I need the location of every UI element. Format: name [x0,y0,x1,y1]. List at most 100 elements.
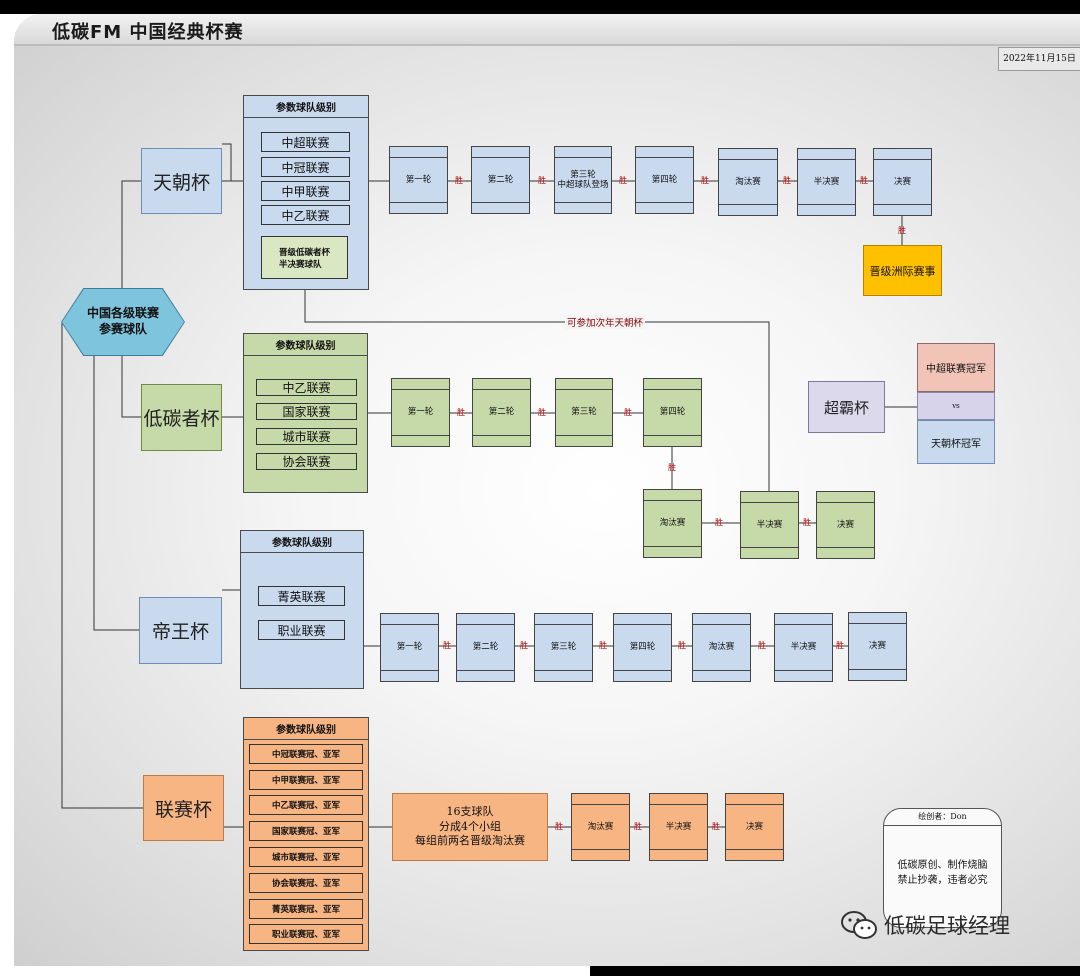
win-label: 胜 [538,408,546,417]
stage-liansai: 淘汰赛 [571,793,630,861]
cup-tianchao: 天朝杯 [141,148,222,214]
tier-panel-liansai: 参数球队级别 中冠联赛冠、亚军 中甲联赛冠、亚军 中乙联赛冠、亚军 国家联赛冠、… [243,717,369,951]
qualifier-note: 可参加次年天朝杯 [565,315,646,329]
stage-tianchao: 第二轮 [471,146,530,214]
tier-item: 中超联赛 [261,132,350,152]
tier-item: 中冠联赛 [261,157,350,177]
stage-tianchao: 半决赛 [797,148,856,216]
stage-tianchao: 第一轮 [389,146,448,214]
win-label: 胜 [803,518,811,527]
tier-item: 协会联赛冠、亚军 [249,873,363,893]
chaoba-top: 中超联赛冠军 [917,343,995,392]
win-label: 胜 [758,641,766,650]
tier-panel-header: 参数球队级别 [244,334,367,356]
win-label: 胜 [443,641,451,650]
tier-panel-diwang: 参数球队级别 菁英联赛 职业联赛 [240,530,364,689]
outcome-continental: 晋级洲际赛事 [863,245,942,296]
win-label: 胜 [599,641,607,650]
tier-item: 中乙联赛冠、亚军 [249,795,363,815]
win-label: 胜 [836,641,844,650]
tier-item: 中乙联赛 [256,379,357,396]
bottom-frame [590,966,1080,976]
win-label: 胜 [712,822,720,831]
win-label: 胜 [634,822,642,831]
stage-tianchao: 第四轮 [635,146,694,214]
win-label: 胜 [701,176,709,185]
cup-chaoba-label: 超霸杯 [823,398,869,417]
stage-diwang: 淘汰赛 [692,613,751,682]
qualifier-box: 晋级低碳者杯 半决赛球队 [261,236,348,279]
cup-liansai: 联赛杯 [143,775,224,841]
stage-diwang: 第四轮 [613,613,672,682]
stage-tianchao: 决赛 [873,148,932,216]
chaoba-vs: vs [917,392,995,420]
tier-item: 协会联赛 [256,453,357,470]
win-label: 胜 [898,226,906,235]
win-label: 胜 [457,408,465,417]
stage-diwang: 第二轮 [456,613,515,682]
tier-panel-header: 参数球队级别 [244,718,368,740]
group-stage-box: 16支球队 分成4个小组 每组前两名晋级淘汰赛 [392,793,548,861]
tier-item: 中甲联赛冠、亚军 [249,770,363,790]
stage-diwang: 第三轮 [534,613,593,682]
tier-item: 职业联赛冠、亚军 [249,924,363,944]
win-label: 胜 [555,822,563,831]
tier-panel-header: 参数球队级别 [244,96,368,118]
win-label: 胜 [783,176,791,185]
stage-ditan: 第一轮 [391,378,450,447]
tier-item: 菁英联赛冠、亚军 [249,899,363,919]
tier-item: 中甲联赛 [261,181,350,201]
stage-diwang: 决赛 [848,612,907,681]
stage-ditan: 淘汰赛 [643,489,702,558]
tier-panel-header: 参数球队级别 [241,531,363,553]
tier-item: 城市联赛 [256,428,357,445]
cup-liansai-label: 联赛杯 [154,798,212,821]
win-label: 胜 [619,176,627,185]
watermark: 低碳足球经理 [840,910,1010,940]
tier-item: 城市联赛冠、亚军 [249,847,363,867]
wechat-icon [841,911,877,939]
stage-ditan: 半决赛 [740,491,799,559]
tier-panel-ditan: 参数球队级别 中乙联赛 国家联赛 城市联赛 协会联赛 [243,333,368,493]
win-label: 胜 [860,176,868,185]
top-frame [0,0,1080,14]
credit-author: 绘创者：Don [884,809,1001,826]
cup-diwang: 帝王杯 [139,597,222,664]
cup-diwang-label: 帝王杯 [151,621,209,643]
date-label: 2022年11月15日 [998,47,1080,71]
root-node: 中国各级联赛 参赛球队 [62,289,184,355]
cup-tianchao-label: 天朝杯 [152,171,210,194]
win-label: 胜 [520,641,528,650]
stage-ditan: 第三轮 [555,378,613,447]
win-label: 胜 [538,176,546,185]
win-label: 胜 [455,176,463,185]
credit-notice: 低碳原创、制作烧脑 禁止抄袭，违者必究 [897,860,988,886]
tier-item: 中乙联赛 [261,205,350,225]
win-label: 胜 [715,518,723,527]
stage-ditan: 第二轮 [472,378,531,447]
stage-tianchao: 第三轮 中超球队登场 [554,146,612,214]
stage-ditan: 决赛 [816,491,875,559]
stage-liansai: 决赛 [725,793,784,861]
win-label: 胜 [668,463,676,472]
win-label: 胜 [678,641,686,650]
stage-liansai: 半决赛 [649,793,708,861]
cup-ditan: 低碳者杯 [141,384,222,451]
chaoba-bottom: 天朝杯冠军 [917,420,995,464]
tier-item: 国家联赛冠、亚军 [249,821,363,841]
tier-item: 中冠联赛冠、亚军 [249,744,363,764]
stage-diwang: 第一轮 [380,613,439,682]
title-bar [14,14,1080,46]
cup-ditan-label: 低碳者杯 [143,408,220,430]
tier-item: 菁英联赛 [258,586,345,606]
cup-chaoba: 超霸杯 [808,381,885,433]
tier-item: 国家联赛 [256,403,357,420]
stage-ditan: 第四轮 [643,378,702,447]
win-label: 胜 [624,408,632,417]
tier-panel-tianchao: 参数球队级别 中超联赛 中冠联赛 中甲联赛 中乙联赛 晋级低碳者杯 半决赛球队 [243,95,369,290]
stage-diwang: 半决赛 [774,613,833,682]
page-title: 低碳FM 中国经典杯赛 [52,22,244,43]
tier-item: 职业联赛 [258,620,345,640]
root-label: 中国各级联赛 参赛球队 [86,306,159,336]
